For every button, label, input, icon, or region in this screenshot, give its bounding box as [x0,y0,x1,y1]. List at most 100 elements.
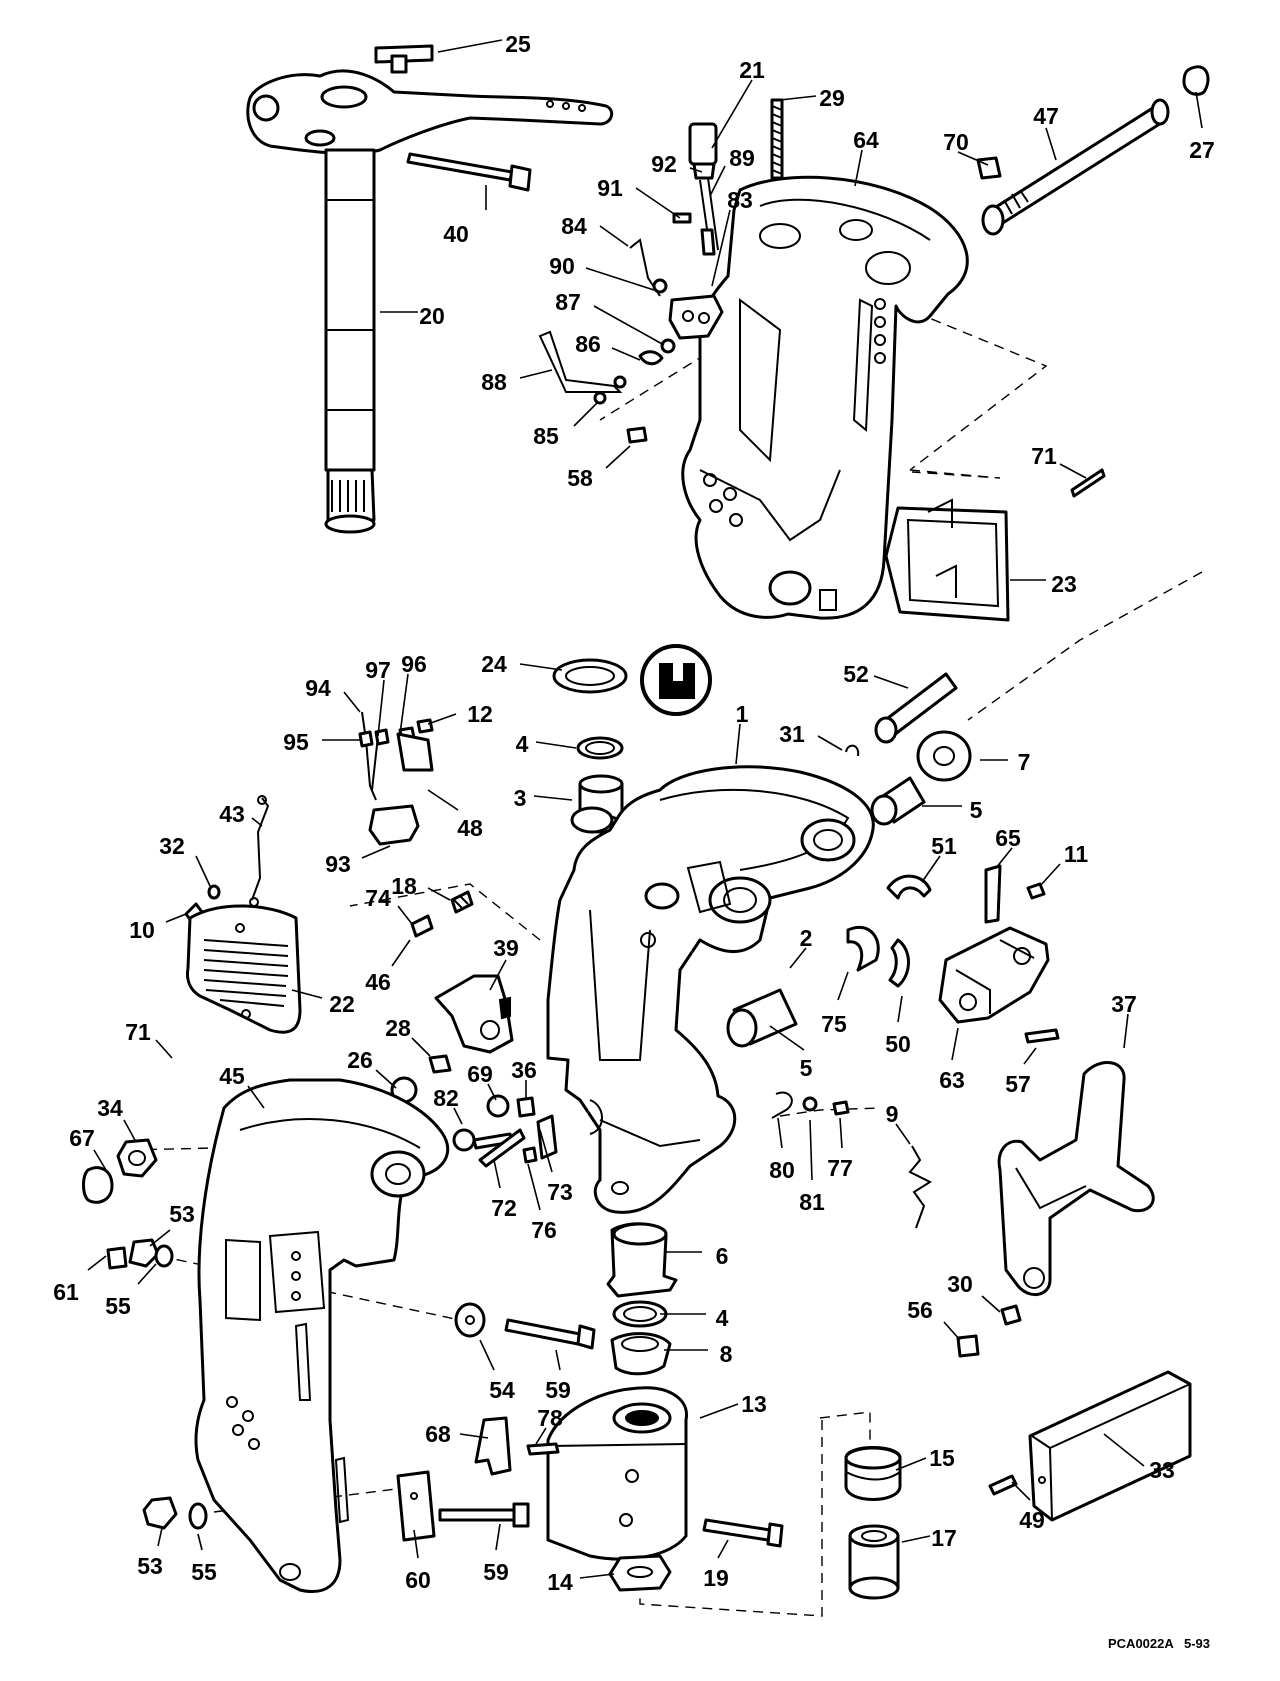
callout-label-c73: 73 [547,1179,573,1205]
callout-label-c97: 97 [365,657,391,683]
callout-label-c72: 72 [491,1195,517,1221]
swivel-bracket [546,765,875,1214]
callout-leader-c5b [769,1025,805,1051]
callout-leader-c89 [709,165,726,197]
callout-label-c45: 45 [219,1063,245,1089]
callout-leader-c81 [809,1119,813,1181]
callout-label-c31: 31 [779,721,805,747]
callout-label-c93: 93 [325,851,351,877]
callout-label-c76: 76 [531,1217,557,1243]
callout-leader-c28 [411,1037,431,1057]
spring-pin-parts [410,890,474,938]
callout-label-c87: 87 [555,289,581,315]
spring-part [908,1145,933,1229]
callout-label-c4a: 4 [516,731,529,757]
callout-leader-c97 [377,679,385,737]
callout-label-c68: 68 [425,1421,451,1447]
callout-label-c6: 6 [716,1243,729,1269]
callout-label-c37: 37 [1111,991,1137,1017]
callout-leader-c10 [165,913,187,923]
callout-leader-c73 [539,1129,553,1173]
callout-label-c27: 27 [1189,137,1215,163]
hinge-bracket [938,926,1050,1024]
callout-label-c70: 70 [943,129,969,155]
callout-label-c61: 61 [53,1279,79,1305]
callout-label-c52: 52 [843,661,869,687]
doc-ref-code: PCA0022A [1108,1636,1174,1651]
washer-part [552,658,628,694]
callout-label-c89: 89 [729,145,755,171]
callout-leader-c82 [453,1107,463,1125]
callout-leader-c26 [375,1069,397,1089]
callout-leader-c57 [1023,1047,1037,1065]
callout-leader-c67 [93,1149,107,1171]
callout-leader-c53b [157,1527,163,1547]
callout-label-c13: 13 [741,1391,767,1417]
callout-label-c49: 49 [1019,1507,1045,1533]
callout-leader-c88 [519,369,553,379]
callout-label-c18: 18 [391,873,417,899]
callout-label-c32: 32 [159,833,185,859]
callout-label-c78: 78 [537,1405,563,1431]
callout-leader-c47 [1045,127,1057,161]
callout-label-c48: 48 [457,815,483,841]
callout-leader-c3 [533,795,573,801]
callout-leader-c22 [291,989,323,999]
callout-leader-c59a [555,1349,561,1371]
callout-leader-c84 [599,225,629,247]
callout-label-c71a: 71 [1031,443,1057,469]
seal-detail-icon [640,644,712,716]
callout-label-c55b: 55 [191,1559,217,1585]
callout-leader-c68 [459,1433,489,1439]
callout-label-c94: 94 [305,675,331,701]
callout-label-c60: 60 [405,1567,431,1593]
callout-label-c17: 17 [931,1525,957,1551]
callout-label-c56: 56 [907,1297,933,1323]
callout-label-c21: 21 [739,57,765,83]
callout-label-c24: 24 [481,651,507,677]
clip-parts [846,874,932,988]
callout-label-c4b: 4 [716,1305,729,1331]
callout-leader-c24 [519,663,563,671]
callout-label-c26: 26 [347,1047,373,1073]
callout-leader-c50 [897,995,903,1023]
callout-leader-c60 [413,1529,419,1559]
callout-leader-c34 [123,1119,137,1143]
nut-bolt-parts [608,1518,784,1592]
callout-label-c83: 83 [727,187,753,213]
callout-label-c39: 39 [493,935,519,961]
callout-leader-c25 [437,39,503,53]
callout-leader-c53a [149,1229,171,1247]
callout-leader-c48 [427,789,459,811]
callout-leader-c52 [873,675,909,689]
callout-leader-c14 [579,1573,615,1579]
plate-parts [396,1416,560,1542]
callout-label-c34: 34 [97,1095,123,1121]
callout-label-c43: 43 [219,801,245,827]
callout-label-c53a: 53 [169,1201,195,1227]
callout-leader-c93 [361,845,391,859]
callout-leader-c75 [837,971,849,1001]
callout-label-c64: 64 [853,127,879,153]
callout-leader-c56 [943,1321,961,1341]
steering-arm-shaft [246,69,614,534]
callout-leader-c58 [605,445,631,469]
callout-label-c15: 15 [929,1445,955,1471]
callout-label-c33: 33 [1149,1457,1175,1483]
callout-label-c74: 74 [365,885,391,911]
callout-leader-c30 [981,1295,1001,1313]
callout-leader-c54 [479,1339,495,1371]
callout-leader-c31 [817,735,843,751]
callout-leader-c15 [895,1457,927,1471]
callout-label-c23: 23 [1051,571,1077,597]
callout-label-c58: 58 [567,465,593,491]
callout-label-c54: 54 [489,1377,515,1403]
callout-leader-c76 [527,1163,541,1211]
callout-leader-c85 [573,401,599,427]
tray-part [884,498,1010,622]
callout-label-c10: 10 [129,917,155,943]
callout-leader-c46 [391,939,411,967]
callout-label-c36: 36 [511,1057,537,1083]
steering-bushing-stack [606,1222,678,1376]
callout-label-c53b: 53 [137,1553,163,1579]
